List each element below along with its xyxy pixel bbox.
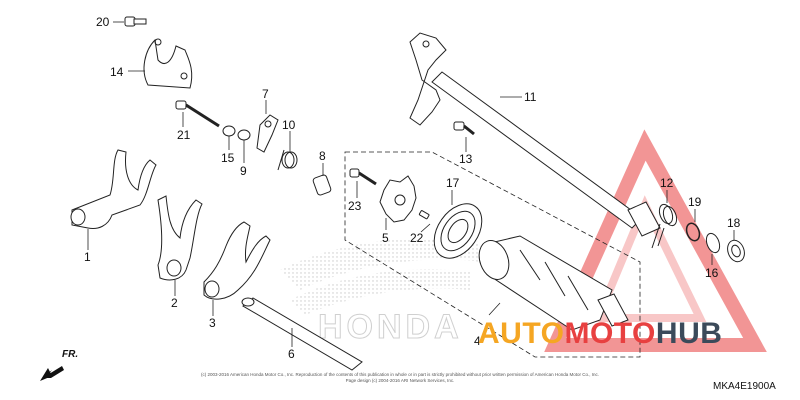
part-1-shift-fork (70, 149, 157, 229)
part-label-22: 22 (410, 231, 424, 245)
watermark-triangle (544, 129, 767, 352)
part-6-fork-shaft (241, 297, 363, 371)
part-23-bolt (349, 168, 377, 186)
part-21-bolt (175, 100, 220, 128)
part-16-washer (705, 232, 721, 254)
part-label-11: 11 (524, 90, 537, 104)
part-label-13: 13 (459, 152, 473, 166)
part-14-plate (143, 38, 193, 89)
part-label-8: 8 (319, 149, 326, 163)
watermark-part-moto: MOTO (564, 317, 656, 350)
part-label-10: 10 (282, 118, 296, 132)
copyright-line-1: (c) 2003-2016 American Honda Motor Co., … (201, 372, 599, 377)
part-2-shift-fork (157, 195, 203, 281)
part-22-dowel-pin (418, 210, 430, 220)
watermark-logo: AUTOMOTOHUB (478, 317, 722, 351)
part-label-9: 9 (240, 164, 247, 178)
part-label-17: 17 (446, 176, 460, 190)
part-label-15: 15 (221, 151, 235, 165)
part-7-stopper-arm (256, 114, 279, 153)
part-label-16: 16 (705, 266, 719, 280)
part-17-bearing (433, 203, 483, 259)
diagram-code: MKA4E1900A (713, 381, 776, 392)
honda-wing-logo (280, 237, 482, 315)
part-label-2: 2 (171, 296, 178, 310)
part-13-bolt (453, 121, 475, 136)
honda-background-text: HONDA (318, 308, 463, 346)
part-11-gearshift-spindle (409, 32, 661, 237)
part-12-spring (651, 203, 678, 249)
part-label-18: 18 (727, 216, 741, 230)
part-label-5: 5 (382, 231, 389, 245)
part-18-seal (727, 239, 745, 263)
watermark-part-auto: AUTO (478, 317, 565, 350)
part-label-23: 23 (348, 199, 362, 213)
part-9-collar (237, 129, 251, 141)
part-label-19: 19 (688, 195, 702, 209)
part-4-shift-drum (478, 235, 629, 331)
part-label-1: 1 (84, 250, 91, 264)
part-label-3: 3 (209, 316, 216, 330)
part-20-bolt (124, 16, 147, 27)
part-19-clip (685, 222, 701, 242)
watermark-part-hub: HUB (655, 317, 723, 350)
part-3-shift-fork (203, 221, 271, 300)
part-label-20: 20 (96, 15, 110, 29)
part-label-4: 4 (474, 334, 481, 348)
part-15-washer (222, 125, 236, 137)
part-5-star-plate (379, 175, 417, 223)
front-indicator-label: FR. (62, 349, 79, 360)
part-label-21: 21 (177, 128, 191, 142)
part-label-14: 14 (110, 65, 124, 79)
assembly-outline (344, 151, 641, 358)
part-label-6: 6 (288, 347, 295, 361)
part-8-pin (312, 174, 332, 196)
copyright-line-2: Page design (c) 2004-2016 ARI Network Se… (345, 378, 455, 383)
part-label-7: 7 (262, 87, 269, 101)
copyright-notice: (c) 2003-2016 American Honda Motor Co., … (200, 372, 600, 384)
part-label-12: 12 (660, 176, 674, 190)
front-arrow-icon (40, 366, 64, 381)
part-10-spring (277, 149, 298, 171)
